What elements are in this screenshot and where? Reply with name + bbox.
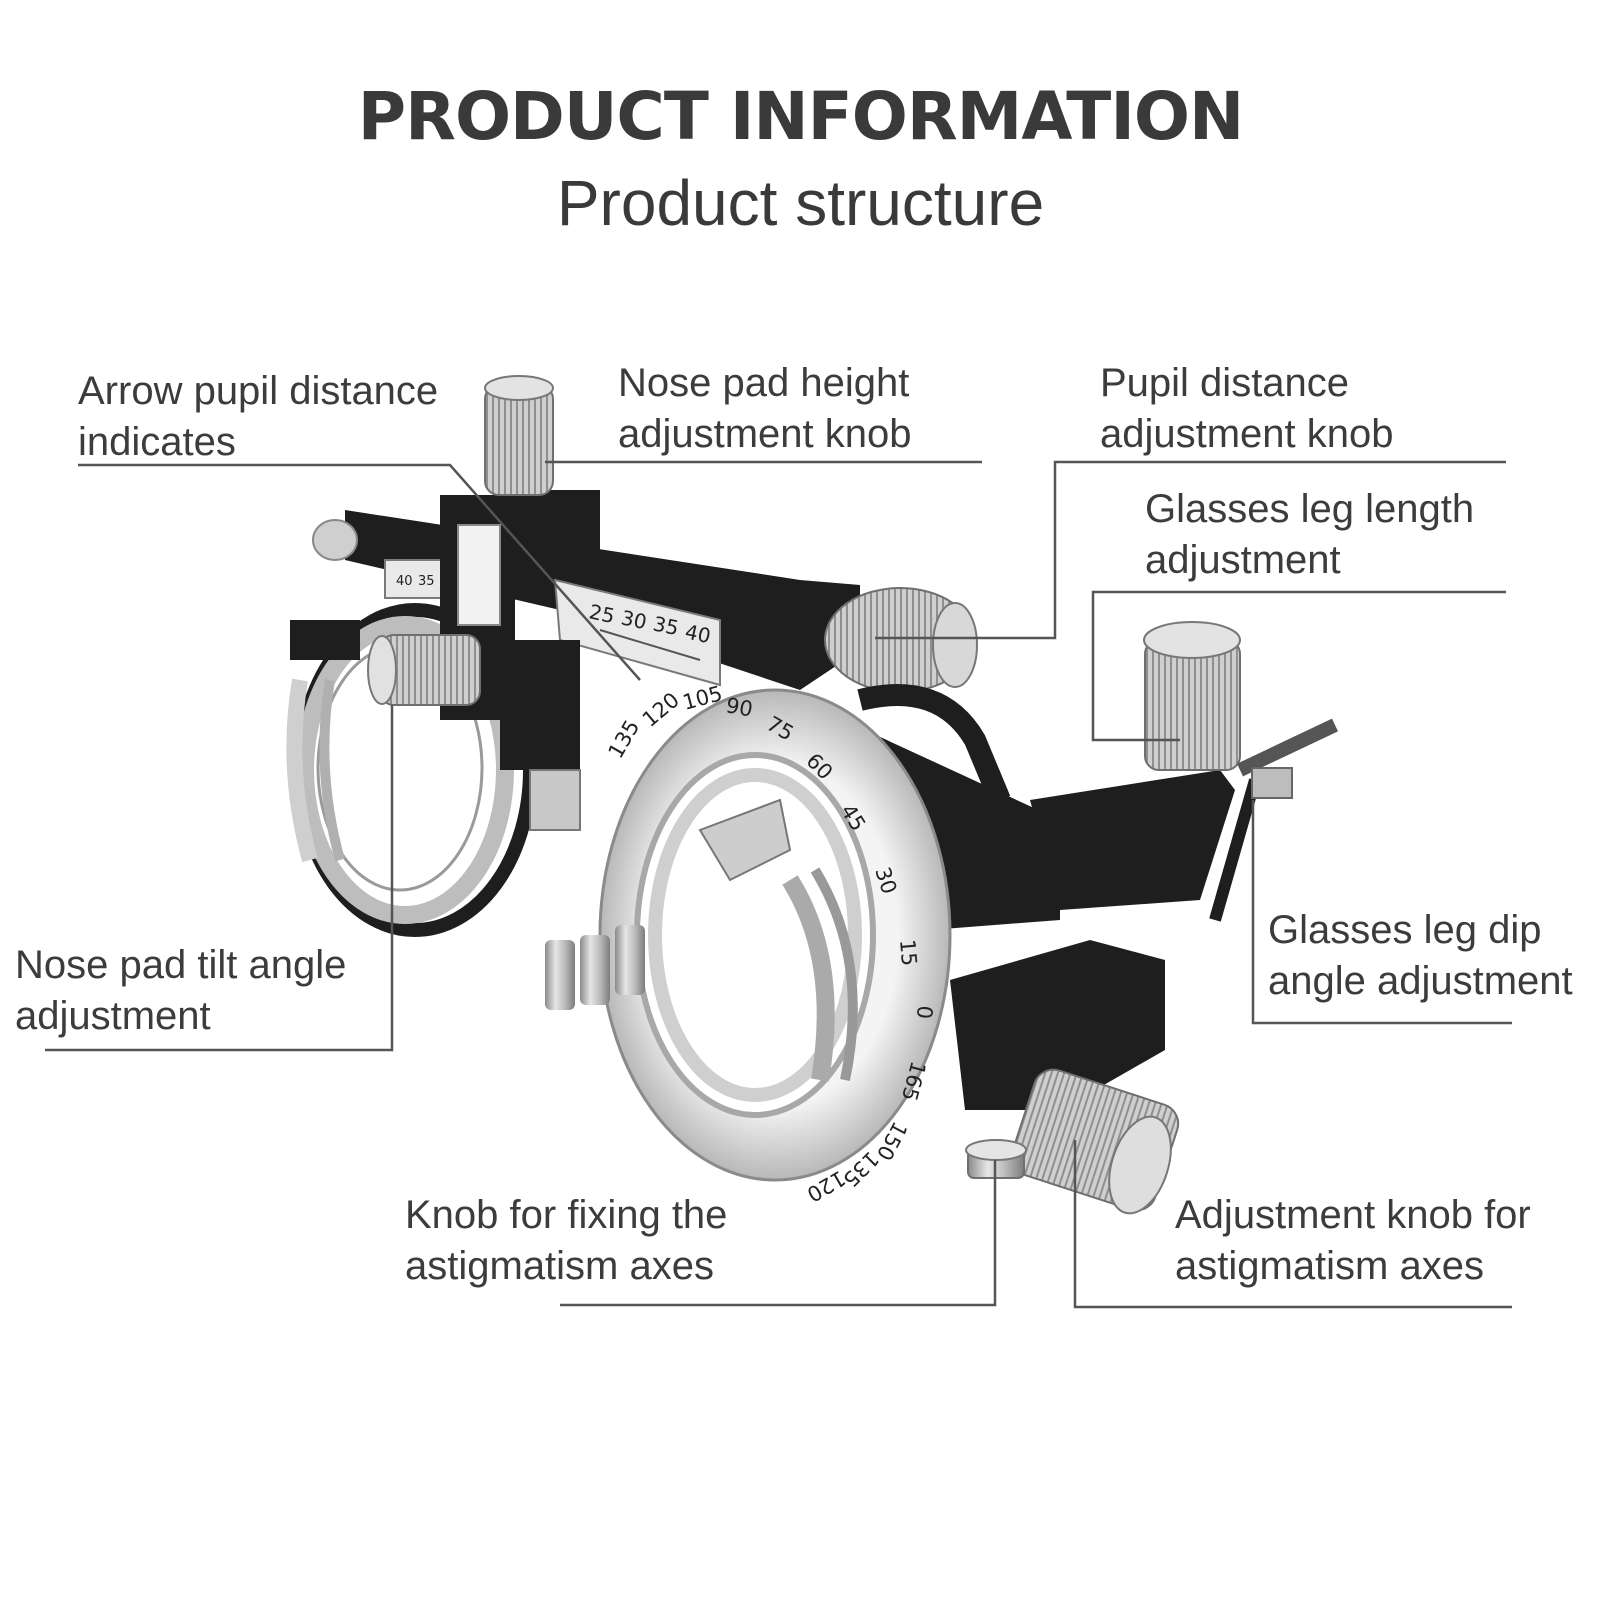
callout-leg-dip: Glasses leg dip angle adjustment — [1268, 908, 1573, 1003]
axis-scale: 135 120 105 90 75 60 45 30 15 0 165 150 … — [604, 681, 937, 1206]
callout-leg-length: Glasses leg length adjustment — [1145, 487, 1475, 582]
pd-tick-small: 35 — [418, 574, 435, 589]
nose-tilt-knob — [367, 634, 481, 706]
pd-tick: 25 — [587, 599, 617, 628]
axis-tick: 0 — [912, 1005, 937, 1020]
leader-leg-length — [1091, 590, 1506, 742]
leader-lines — [45, 460, 1512, 1309]
axis-block — [950, 940, 1180, 1215]
axis-tick: 90 — [724, 693, 754, 721]
axis-tick: 135 — [604, 716, 645, 763]
pd-tick-small: 30 — [440, 574, 457, 589]
pd-tick: 35 — [651, 611, 681, 640]
callout-pd-knob: Pupil distance adjustment knob — [1100, 361, 1394, 456]
leader-nose-tilt — [45, 705, 394, 1052]
callout-nose-height: Nose pad height adjustment knob — [618, 361, 912, 456]
leader-fix-axes — [560, 1160, 997, 1307]
callout-fix-axes: Knob for fixing the astigmatism axes — [405, 1193, 728, 1288]
leader-arrow-pd — [78, 463, 641, 681]
pd-knob — [824, 587, 978, 693]
callout-nose-tilt: Nose pad tilt angle adjustment — [15, 943, 347, 1038]
leader-leg-dip — [1251, 800, 1512, 1025]
leader-adj-axes — [1073, 1140, 1512, 1309]
nose-height-knob — [484, 375, 554, 496]
leader-pd-knob — [875, 460, 1506, 640]
callout-adj-axes: Adjustment knob for astigmatism axes — [1175, 1193, 1531, 1288]
pd-tick: 40 — [683, 619, 713, 648]
pd-tick: 30 — [619, 605, 649, 634]
page-subtitle: Product structure — [556, 167, 1045, 239]
pd-tick-small: 40 — [396, 574, 413, 589]
callout-arrow-pd: Arrow pupil distance indicates — [78, 369, 439, 464]
page-title: PRODUCT INFORMATION — [357, 78, 1244, 155]
axis-tick: 15 — [895, 938, 921, 967]
axis-dial — [545, 688, 952, 1182]
axis-tick: 120 — [638, 688, 684, 732]
top-bar — [312, 490, 860, 831]
pd-scale: 25 30 35 40 40 35 30 — [396, 574, 713, 648]
